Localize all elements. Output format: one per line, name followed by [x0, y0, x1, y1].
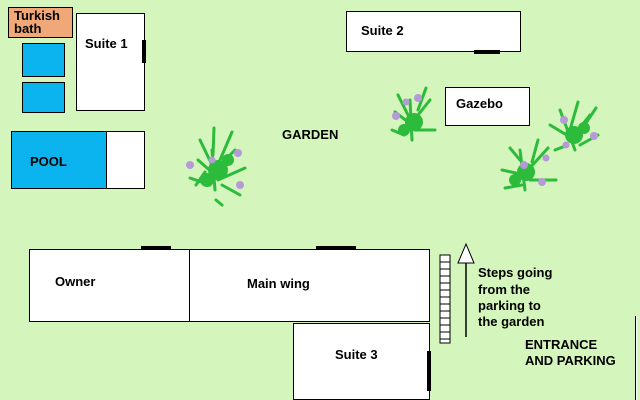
plunge-pool-2	[22, 82, 65, 113]
suite-3-label: Suite 3	[335, 347, 378, 362]
shrub-icon	[500, 138, 558, 192]
arrow-up-icon	[457, 242, 475, 337]
shrub-icon	[390, 86, 437, 142]
entrance-label-2: AND PARKING	[525, 353, 616, 368]
suite-1-door	[142, 40, 146, 63]
suite-3-door	[427, 351, 431, 391]
garden-label: GARDEN	[282, 127, 339, 142]
owner-door	[141, 246, 171, 250]
steps-label-1: Steps going	[478, 265, 553, 280]
plunge-pool-1	[22, 43, 65, 77]
suite-2-door	[474, 50, 500, 54]
turkish-bath: Turkish bath	[8, 7, 73, 38]
shrub-icon	[186, 126, 247, 207]
gazebo: Gazebo	[445, 87, 530, 126]
turkish-bath-label-2: bath	[14, 21, 42, 36]
main-wing: Main wing	[189, 249, 430, 322]
owner-label: Owner	[55, 274, 96, 289]
suite-3: Suite 3	[293, 323, 430, 400]
gazebo-label: Gazebo	[456, 96, 503, 111]
turkish-bath-label-1: Turkish	[14, 8, 60, 23]
steps-icon	[439, 254, 451, 344]
main-wing-label: Main wing	[247, 276, 310, 291]
suite-2-label: Suite 2	[361, 23, 404, 38]
property-edge-line	[635, 316, 637, 400]
suite-1-label: Suite 1	[85, 36, 128, 51]
suite-2: Suite 2	[346, 11, 521, 52]
entrance-label-1: ENTRANCE	[525, 337, 598, 352]
pool: POOL	[11, 131, 107, 189]
suite-1: Suite 1	[76, 13, 145, 111]
steps-label-4: the garden	[478, 314, 545, 329]
pool-label: POOL	[30, 154, 67, 169]
shrub-icon	[548, 100, 600, 152]
steps-label-3: parking to	[478, 298, 541, 313]
main-wing-door	[316, 246, 356, 250]
steps-label-2: from the	[478, 282, 530, 297]
